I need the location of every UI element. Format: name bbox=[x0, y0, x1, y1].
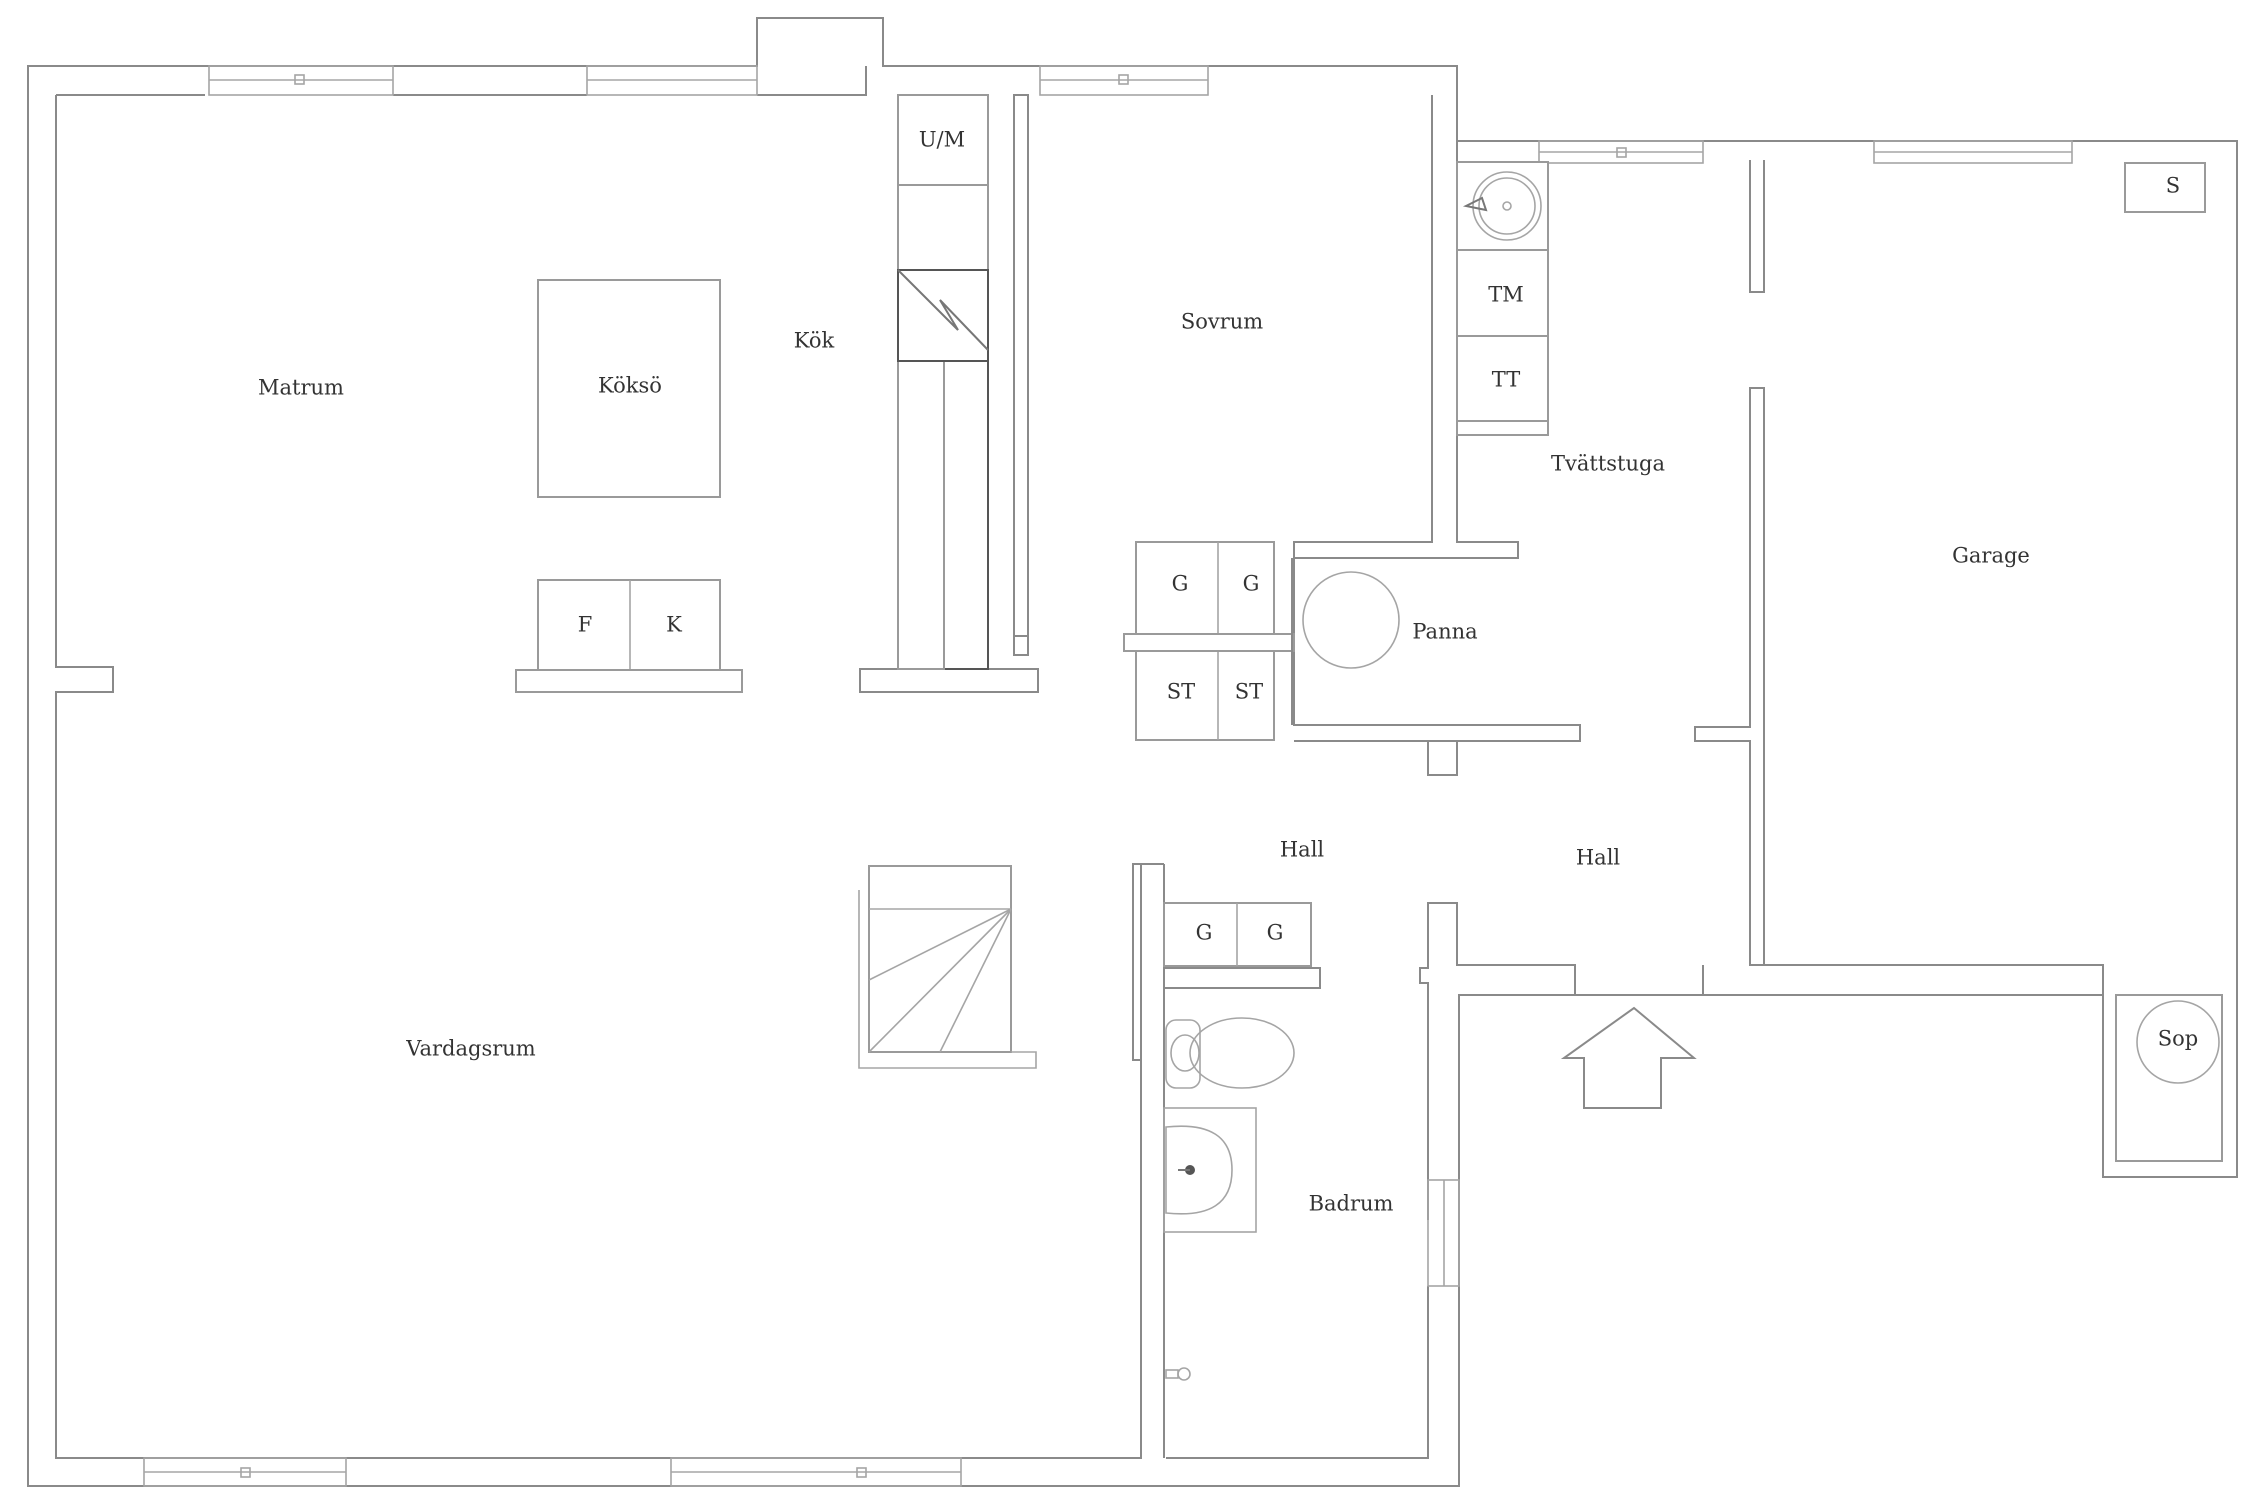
laundry-fixtures bbox=[1302, 161, 2206, 669]
room-label-g1: G bbox=[1172, 572, 1189, 596]
room-label-tvattstuga: Tvättstuga bbox=[1551, 452, 1665, 476]
window-icon bbox=[670, 1457, 962, 1487]
room-label-hall1: Hall bbox=[1280, 838, 1325, 862]
room-label-vardagsrum: Vardagsrum bbox=[405, 1037, 536, 1061]
room-label-g3: G bbox=[1196, 921, 1213, 945]
room-label-tm: TM bbox=[1488, 283, 1524, 307]
sop-area bbox=[2115, 994, 2223, 1162]
kitchen-island bbox=[537, 279, 721, 498]
room-labels: Matrum Köksö Kök U/M Sovrum TM TT Tvätts… bbox=[258, 128, 2198, 1216]
toilet-icon bbox=[1165, 1017, 1295, 1089]
room-label-g4: G bbox=[1267, 921, 1284, 945]
sink-icon bbox=[1462, 171, 1542, 241]
room-label-matrum: Matrum bbox=[258, 376, 344, 400]
washbasin-icon bbox=[1163, 1107, 1257, 1233]
room-label-st2: ST bbox=[1235, 680, 1263, 704]
room-label-kok: Kök bbox=[794, 329, 835, 353]
windows bbox=[143, 65, 2073, 1487]
room-label-panna: Panna bbox=[1412, 620, 1477, 644]
boiler-icon bbox=[1302, 571, 1400, 669]
room-label-badrum: Badrum bbox=[1309, 1192, 1394, 1216]
room-label-sop: Sop bbox=[2158, 1027, 2198, 1051]
room-label-koksoe: Köksö bbox=[598, 374, 662, 398]
bathroom-fixtures bbox=[1163, 1017, 1295, 1381]
window-icon bbox=[1538, 140, 1704, 164]
window-icon bbox=[208, 65, 394, 96]
kitchen-fixtures bbox=[515, 94, 989, 693]
window-icon bbox=[1427, 1179, 1460, 1287]
window-icon bbox=[586, 65, 758, 96]
hall-closets bbox=[1163, 902, 1312, 967]
room-label-s: S bbox=[2166, 174, 2180, 198]
faucet-icon bbox=[1165, 1367, 1191, 1381]
window-icon bbox=[143, 1457, 347, 1487]
window-icon bbox=[1039, 65, 1209, 96]
entrance-arrow-icon bbox=[1560, 1006, 1697, 1109]
room-label-tt: TT bbox=[1492, 368, 1520, 392]
room-label-k: K bbox=[666, 613, 682, 637]
room-label-sovrum: Sovrum bbox=[1181, 310, 1263, 334]
room-label-garage: Garage bbox=[1952, 544, 2030, 568]
room-label-um: U/M bbox=[919, 128, 965, 152]
exterior-walls bbox=[27, 17, 2238, 1487]
interior-walls bbox=[859, 94, 2104, 1458]
room-label-g2: G bbox=[1243, 572, 1260, 596]
window-icon bbox=[1873, 140, 2073, 164]
staircase-icon bbox=[858, 865, 1037, 1069]
room-label-st1: ST bbox=[1167, 680, 1195, 704]
room-label-hall2: Hall bbox=[1576, 846, 1621, 870]
room-label-f: F bbox=[578, 613, 593, 637]
